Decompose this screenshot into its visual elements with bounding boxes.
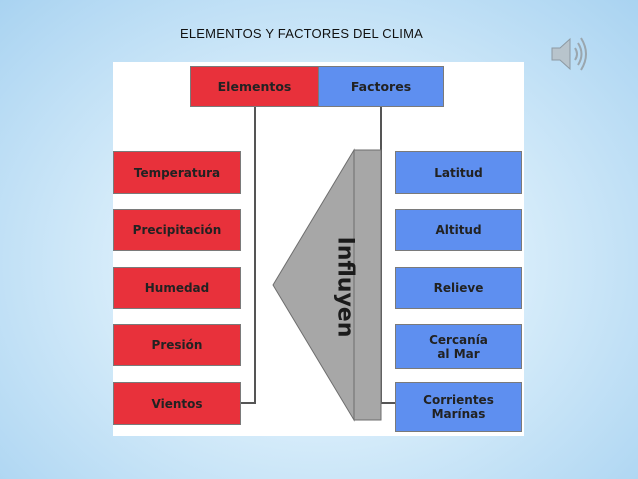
elemento-presion: Presión	[113, 324, 241, 366]
speaker-icon[interactable]	[549, 34, 591, 74]
elemento-temperatura: Temperatura	[113, 151, 241, 194]
factor-corrientes-marinas: Corrientes Marínas	[395, 382, 522, 432]
factor-relieve: Relieve	[395, 267, 522, 309]
elementos-connector	[254, 106, 256, 403]
elementos-header: Elementos	[190, 66, 319, 107]
slide-title: ELEMENTOS Y FACTORES DEL CLIMA	[180, 26, 423, 41]
influyen-label: Influyen	[332, 236, 358, 338]
factores-connector-end	[380, 402, 396, 404]
elemento-vientos: Vientos	[113, 382, 241, 425]
elementos-connector-end	[240, 402, 256, 404]
influence-triangle	[272, 148, 382, 422]
diagram-panel: Elementos Factores Temperatura Precipita…	[113, 62, 524, 436]
elemento-humedad: Humedad	[113, 267, 241, 309]
factor-latitud: Latitud	[395, 151, 522, 194]
factores-header: Factores	[318, 66, 444, 107]
factor-altitud: Altitud	[395, 209, 522, 251]
factor-cercania-al-mar: Cercanía al Mar	[395, 324, 522, 369]
elemento-precipitacion: Precipitación	[113, 209, 241, 251]
